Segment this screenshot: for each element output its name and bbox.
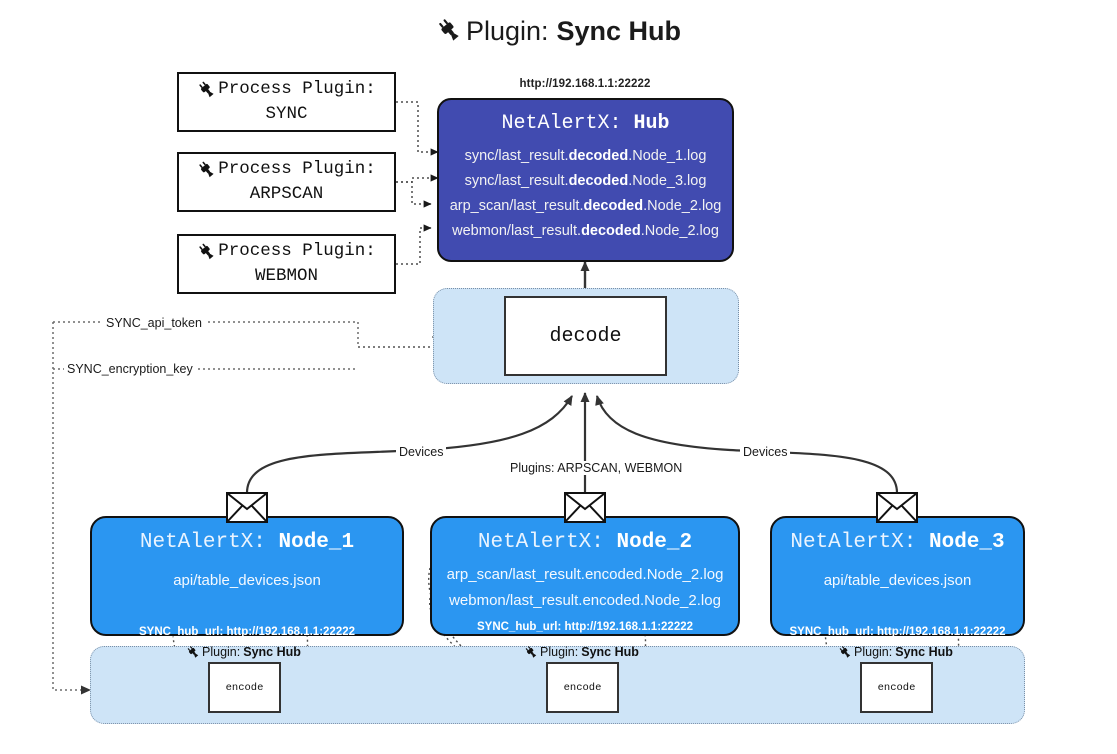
edge-label-plugins-center: Plugins: ARPSCAN, WEBMON [507,461,686,475]
plug-icon [197,242,216,261]
plug-icon [197,80,216,99]
hub-log-pre: sync/last_result. [464,173,569,190]
page-title-value: Sync Hub [556,16,682,46]
node-line: webmon/last_result.encoded.Node_2.log [449,592,721,610]
node-footer: SYNC_hub_url: http://192.168.1.1:22222 [138,626,356,639]
node-line: arp_scan/last_result.encoded.Node_2.log [446,566,724,583]
encoder-caption-3: Plugin: Sync Hub [838,645,953,659]
hub-log-post: .Node_2.log [640,223,719,240]
process-plugin-label: Process Plugin: [218,158,376,179]
edge-label-devices-right: Devices [740,445,791,459]
hub-log-pre: webmon/last_result. [452,223,582,240]
encode-box-3[interactable]: encode [860,662,933,713]
encoder-caption-value: Sync Hub [895,645,953,659]
node-title-prefix: NetAlertX: [790,531,917,554]
hub-log-line: sync/last_result.decoded.Node_3.log [439,169,732,194]
plug-icon [524,645,538,659]
process-plugin-name: SYNC [265,104,308,124]
edge-label-devices-left: Devices [396,445,447,459]
process-plugin-name: WEBMON [254,266,318,286]
node-line: api/table_devices.json [173,572,321,589]
hub-log-mid: decoded [568,148,629,164]
page-title-prefix: Plugin: [465,16,549,46]
plug-icon [838,645,852,659]
process-plugin-label: Process Plugin: [218,240,376,261]
secret-label-api-token: SYNC_api_token [103,316,205,330]
envelope-icon [226,492,268,523]
hub-title-prefix: NetAlertX: [501,112,622,135]
encoder-caption-value: Sync Hub [581,645,639,659]
node-title-value: Node_2 [616,531,693,554]
node-footer: SYNC_hub_url: http://192.168.1.1:22222 [789,626,1006,639]
node-box-node-1[interactable]: NetAlertX: Node_1 api/table_devices.json… [90,516,404,639]
hub-url-label: http://192.168.1.1:22222 [519,78,651,90]
process-plugin-label: Process Plugin: [218,78,376,99]
encoder-caption-prefix: Plugin: [540,645,579,659]
node-title: NetAlertX: Node_2 [432,531,738,554]
hub-title: NetAlertX: Hub [439,112,732,135]
encoder-caption-2: Plugin: Sync Hub [524,645,639,659]
decode-box[interactable]: decode [504,296,667,376]
hub-log-post: .Node_1.log [628,148,707,164]
hub-log-line: webmon/last_result.decoded.Node_2.log [439,219,732,244]
encoder-caption-prefix: Plugin: [854,645,893,659]
hub-log-mid: decoded [568,173,629,190]
node-box-node-2[interactable]: NetAlertX: Node_2 arp_scan/last_result.e… [430,516,740,636]
process-plugin-box-arpscan[interactable]: Process Plugin: ARPSCAN [177,152,396,212]
envelope-icon [564,492,606,523]
plug-icon [436,17,462,50]
node-title: NetAlertX: Node_1 [92,531,402,554]
encoder-caption-1: Plugin: Sync Hub [186,645,301,659]
hub-title-value: Hub [633,112,670,135]
node-title-value: Node_1 [278,531,355,554]
process-plugin-box-webmon[interactable]: Process Plugin: WEBMON [177,234,396,294]
hub-log-post: .Node_3.log [628,173,707,190]
node-title-prefix: NetAlertX: [139,531,266,554]
node-title-prefix: NetAlertX: [477,531,604,554]
hub-log-line: arp_scan/last_result.decoded.Node_2.log [439,194,732,219]
encoder-caption-value: Sync Hub [243,645,301,659]
hub-box[interactable]: NetAlertX: Hub sync/last_result.decoded.… [437,98,734,262]
hub-log-pre: sync/last_result. [464,148,569,164]
node-title-value: Node_3 [929,531,1005,554]
hub-log-post: .Node_2.log [643,198,722,215]
hub-log-mid: decoded [581,223,641,240]
hub-log-line: sync/last_result.decoded.Node_1.log [439,144,732,169]
node-box-node-3[interactable]: NetAlertX: Node_3 api/table_devices.json… [770,516,1025,639]
encode-box-2[interactable]: encode [546,662,619,713]
hub-log-mid: decoded [583,198,644,215]
process-plugin-box-sync[interactable]: Process Plugin: SYNC [177,72,396,132]
process-plugin-name: ARPSCAN [249,184,324,204]
secret-label-encryption-key: SYNC_encryption_key [64,362,196,376]
node-line: api/table_devices.json [823,572,972,589]
envelope-icon [876,492,918,523]
page-title: Plugin:Sync Hub [0,16,1117,50]
node-footer: SYNC_hub_url: http://192.168.1.1:22222 [476,620,694,633]
plug-icon [197,160,216,179]
encoder-caption-prefix: Plugin: [202,645,241,659]
hub-log-pre: arp_scan/last_result. [449,198,584,215]
node-title: NetAlertX: Node_3 [772,531,1023,554]
encode-box-1[interactable]: encode [208,662,281,713]
plug-icon [186,645,200,659]
